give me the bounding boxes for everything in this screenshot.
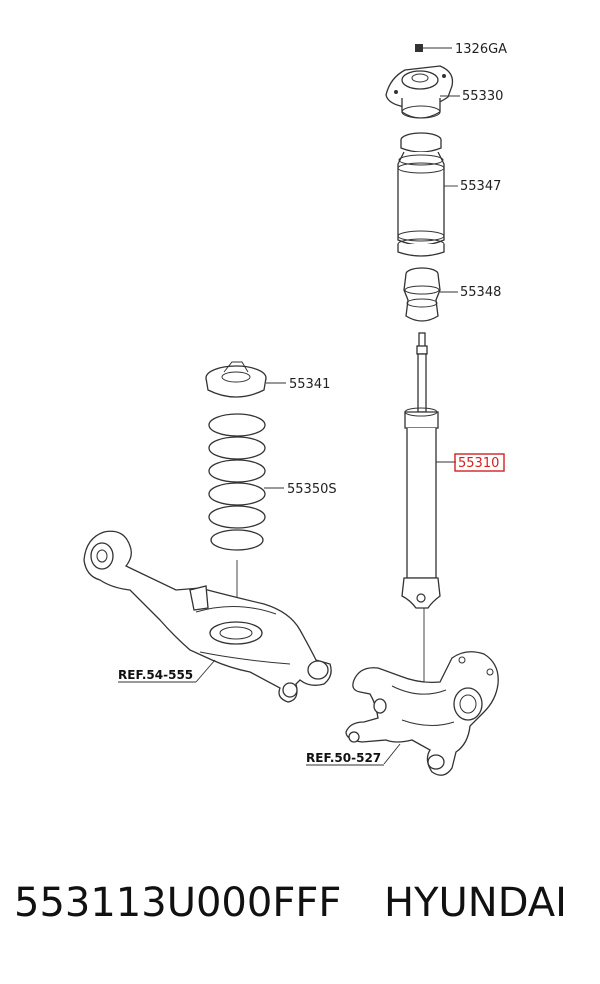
part-number: 553113U000FFF (14, 880, 342, 926)
label-nut: 1326GA (455, 42, 507, 57)
label-mount: 55330 (462, 89, 503, 104)
nut-part (415, 44, 452, 52)
bump-stop-part (403, 267, 458, 322)
label-bumper: 55348 (460, 285, 501, 300)
label-ref-arm: REF.54-555 (118, 668, 193, 682)
shock-absorber-part (401, 332, 456, 685)
label-ref-knuckle: REF.50-527 (306, 751, 381, 765)
knuckle-part (345, 651, 499, 776)
lower-arm-part (83, 530, 332, 703)
spring-pad-part (205, 361, 286, 398)
dust-boot-part (397, 132, 458, 257)
coil-spring-part (208, 413, 284, 625)
label-spring: 55350S (287, 482, 337, 497)
strut-mount-part (385, 65, 460, 119)
shock-highlight-box (454, 453, 505, 472)
caption-bar: 553113U000FFF HYUNDAI (0, 880, 600, 950)
brand-name: HYUNDAI (384, 880, 567, 926)
label-boot: 55347 (460, 179, 501, 194)
label-spring-pad: 55341 (289, 377, 330, 392)
exploded-suspension-diagram: 1326GA 55330 55347 55348 (83, 42, 507, 776)
label-shock: 55310 (458, 456, 499, 471)
